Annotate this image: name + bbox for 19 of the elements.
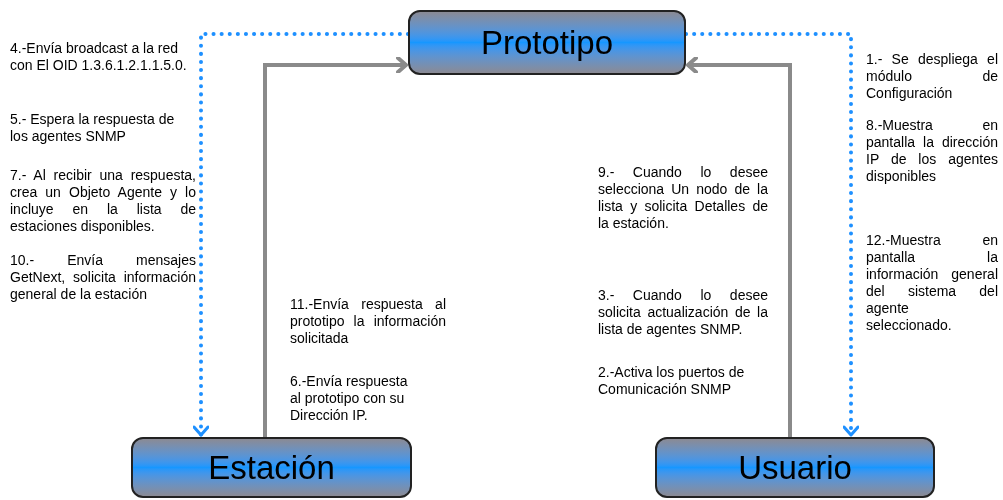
arrow <box>684 32 860 437</box>
arrow <box>263 56 408 437</box>
step-note: 4.-Envía broadcast a la red con El OID 1.3.6.1.2.1.1.5.0. <box>10 40 188 74</box>
arrow <box>192 32 410 437</box>
step-note: 12.-Muestra en pantalla la información general del sistema del agente seleccionado. <box>866 232 998 334</box>
step-note: 2.-Activa los puertos de Comunicación SNMP <box>598 364 746 398</box>
process-box: Estación <box>131 437 412 498</box>
step-note: 7.- Al recibir una respuesta, crea un Objeto Agente y lo incluye en la lista de estaciones disponibles. <box>10 167 196 235</box>
process-box: Prototipo <box>408 10 686 75</box>
step-note: 10.- Envía mensajes GetNext, solicita información general de la estación <box>10 252 196 303</box>
process-box: Usuario <box>655 437 935 498</box>
step-note: 6.-Envía respuesta al prototipo con su Dirección IP. <box>290 373 409 424</box>
step-note: 3.- Cuando lo desee solicita actualización de la lista de agentes SNMP. <box>598 287 768 338</box>
step-note: 1.- Se despliega el módulo de Configuración <box>866 51 998 102</box>
step-note: 11.-Envía respuesta al prototipo la información solicitada <box>290 296 446 347</box>
arrow <box>686 56 792 437</box>
step-note: 5.- Espera la respuesta de los agentes SNMP <box>10 111 176 145</box>
step-note: 8.-Muestra en pantalla la dirección IP de los agentes disponibles <box>866 117 998 185</box>
step-note: 9.- Cuando lo desee selecciona Un nodo de la lista y solicita Detalles de la estación. <box>598 164 768 232</box>
